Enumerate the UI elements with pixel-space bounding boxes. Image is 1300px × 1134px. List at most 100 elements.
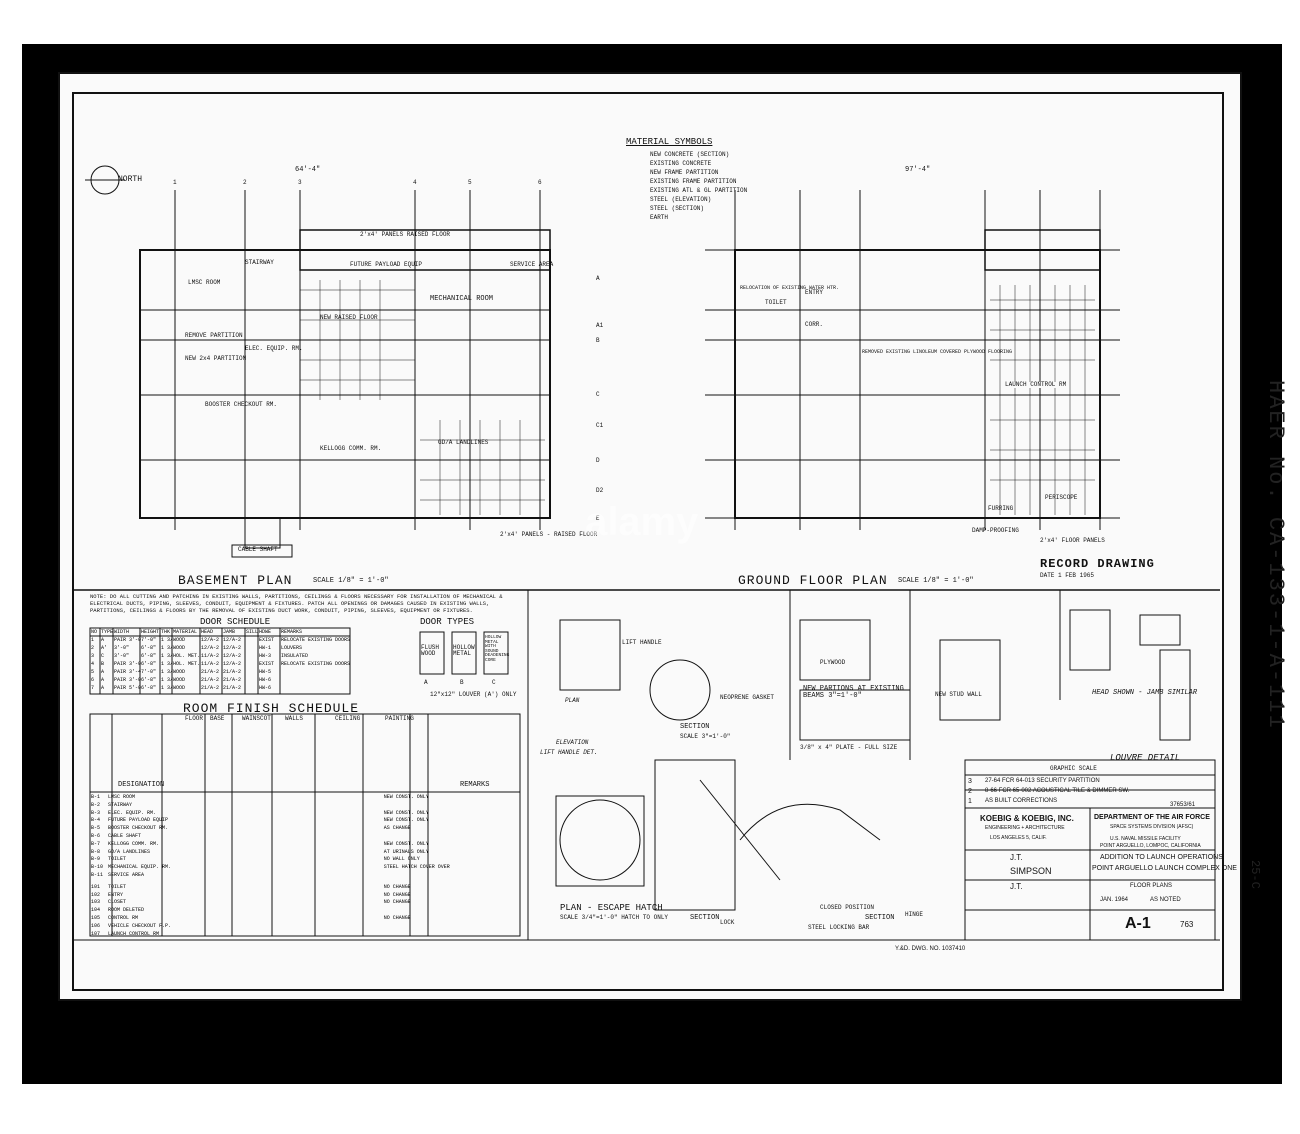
finish-group: BASE <box>210 715 225 722</box>
header-cell: SILL <box>246 629 259 635</box>
table-cell: A <box>101 677 105 683</box>
material-item: EXISTING CONCRETE <box>650 160 712 167</box>
table-cell: HW-6 <box>259 677 272 683</box>
door-types-title: DOOR TYPES <box>420 617 475 627</box>
door-type-letter: C <box>492 679 496 686</box>
material-item: EARTH <box>650 214 669 221</box>
table-cell <box>294 931 521 939</box>
grid-number: 1 <box>173 179 177 186</box>
project-line-2: POINT ARGUELLO LAUNCH COMPLEX ONE <box>1092 865 1237 872</box>
door-type-label: FLUSH WOOD <box>421 644 440 657</box>
room-label: 2'x4' FLOOR PANELS <box>1040 537 1105 544</box>
table-cell: PAIR 3'-0" <box>114 637 141 643</box>
table-cell: 101 <box>91 883 101 890</box>
checked-by: J.T. <box>1010 882 1023 891</box>
table-cell: NEW CONST. ONLY <box>383 794 429 800</box>
watermark: alamy <box>585 500 699 544</box>
table-cell: NO CHANGE <box>383 891 411 898</box>
room-label: SERVICE AREA <box>510 261 554 268</box>
table-cell: LOUVERS <box>281 645 303 651</box>
table-cell: B-10 <box>91 864 104 871</box>
table-cell: VEHICLE CHECKOUT F.P. <box>107 922 171 929</box>
material-item: EXISTING FRAME PARTITION <box>650 178 737 185</box>
room-label: TOILET <box>765 299 787 306</box>
general-note: NOTE: DO ALL CUTTING AND PATCHING IN EXI… <box>90 593 503 614</box>
note-label: REMOVE PARTITION <box>185 332 243 339</box>
table-cell: WOOD <box>173 685 186 691</box>
grid-number: 3 <box>298 179 302 186</box>
header-cell: WIDTH <box>114 629 130 635</box>
detail-label: PLAN <box>565 697 580 704</box>
table-cell: 12/A-2 <box>223 653 242 659</box>
scale: AS NOTED <box>1150 897 1181 903</box>
header-cell: JAMB <box>223 629 236 635</box>
material-item: EXISTING ATL & GL PARTITION <box>650 187 748 194</box>
table-cell: 3'-0" <box>114 653 130 659</box>
table-cell <box>246 685 259 693</box>
room-label: BOOSTER CHECKOUT RM. <box>205 401 278 408</box>
table-cell: 21/A-2 <box>223 677 242 683</box>
table-cell: 106 <box>91 922 101 929</box>
table-cell: 4 <box>91 661 95 667</box>
record-drawing-date: DATE 1 FEB 1965 <box>1040 572 1095 579</box>
table-cell: 11/A-2 <box>201 661 220 667</box>
finish-group: FLOOR <box>185 715 204 722</box>
table-cell: 104 <box>91 907 101 914</box>
detail-label: SCALE 3/4"=1'-0" HATCH TO ONLY <box>560 914 669 921</box>
table-cell: 2 <box>91 645 95 651</box>
table-cell: B-9 <box>91 856 101 863</box>
table-cell: 7'-0" <box>141 669 157 675</box>
table-cell: 12/A-2 <box>201 645 220 651</box>
detail-label: HEAD SHOWN - JAMB SIMILAR <box>1092 689 1198 697</box>
revision-text: 8-66 FCR 65-002 ACOUSTICAL TILE & DIMMER… <box>985 788 1130 794</box>
grid-number: 2 <box>243 179 247 186</box>
table-cell: INSULATED <box>281 653 309 659</box>
grid-number: 5 <box>468 179 472 186</box>
grid-letter: E <box>596 515 600 522</box>
table-cell: MECHANICAL EQUIP. RM. <box>107 864 171 871</box>
detail-label: CLOSED POSITION <box>820 904 875 911</box>
table-cell: 3 <box>91 653 95 659</box>
room-label: PERISCOPE <box>1045 494 1078 501</box>
table-cell: 12/A-2 <box>201 637 220 643</box>
table-cell: 6 <box>91 677 95 683</box>
table-cell: AS CHANGE <box>383 825 411 832</box>
table-cell: WOOD <box>173 677 186 683</box>
table-cell: PAIR 5'-0" <box>114 685 141 691</box>
material-item: STEEL (SECTION) <box>650 205 705 212</box>
location: POINT ARGUELLO, LOMPOC, CALIFORNIA <box>1100 843 1201 849</box>
grid-letter: C1 <box>596 422 604 429</box>
table-cell: C <box>101 653 105 659</box>
table-cell: RELOCATE EXISTING DOORS <box>281 661 351 667</box>
firm-name: KOEBIG & KOEBIG, INC. <box>980 814 1074 823</box>
table-cell: BOOSTER CHECKOUT RM. <box>107 825 168 832</box>
grid-number: 4 <box>413 179 417 186</box>
header-cell: TYPE <box>101 629 114 635</box>
drawing-border <box>72 92 1224 991</box>
table-cell: SERVICE AREA <box>107 871 144 878</box>
grid-letter: A <box>596 275 600 282</box>
detail-label: GRAPHIC SCALE <box>1050 765 1097 772</box>
table-cell: B-1 <box>91 794 101 800</box>
door-schedule-title: DOOR SCHEDULE <box>200 617 271 627</box>
table-cell: A <box>101 669 105 675</box>
table-cell <box>281 685 351 693</box>
finish-group: WALLS <box>285 715 304 722</box>
revision-text: 27-64 FCR 64-013 SECURITY PARTITION <box>985 778 1100 784</box>
table-cell <box>294 923 521 931</box>
table-cell: 21/A-2 <box>223 685 242 691</box>
room-label: ELEC. EQUIP. RM. <box>245 345 303 352</box>
table-cell: B-3 <box>91 809 101 816</box>
table-cell <box>294 833 521 841</box>
table-cell: AT URINALS ONLY <box>383 848 429 855</box>
detail-label: SECTION <box>680 723 710 731</box>
